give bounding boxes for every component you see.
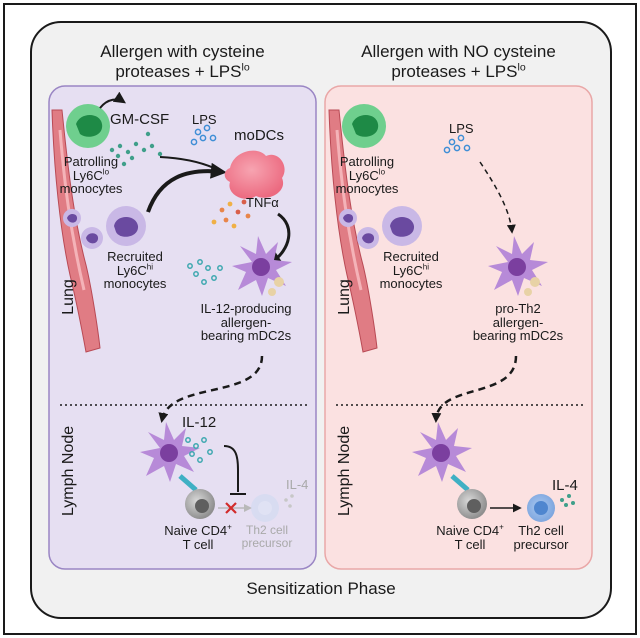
patrolling-label-right: Patrolling Ly6Clo monocytes <box>335 154 399 197</box>
naive-t-cell-label-right: Naive CD4+ T cell <box>436 522 504 552</box>
tcr-link <box>178 474 198 492</box>
dendritic-cell-icon-right <box>488 236 548 296</box>
recruited-monocyte-icon <box>63 206 146 249</box>
lps-label-right: LPS <box>449 121 474 136</box>
il12-dots-lung <box>187 259 223 285</box>
gm-csf-dots <box>109 131 163 167</box>
migration-arrow-left <box>158 355 264 423</box>
monocyte-icon <box>66 104 110 148</box>
il4-label: IL-4 <box>552 477 578 494</box>
il4-dots <box>560 494 575 507</box>
mdc-label-right: pro-Th2 allergen- bearing mDC2s <box>472 301 564 344</box>
dendritic-cell-ln-icon <box>140 422 200 482</box>
lps-dots-right <box>443 134 471 154</box>
left-panel <box>48 85 317 570</box>
naive-t-cell-label-left: Naive CD4+ T cell <box>164 522 232 552</box>
tnf-arrow-icon <box>269 212 291 264</box>
gm-csf-label: GM-CSF <box>110 111 170 128</box>
il12-label: IL-12 <box>182 414 217 431</box>
gm-csf-arrow-icon <box>99 91 126 109</box>
il4-faded-label: IL-4 <box>286 477 309 492</box>
th2-faded-icon <box>251 494 279 522</box>
migration-arrow-right <box>431 355 518 423</box>
right-title-line2: proteases + LPSlo <box>391 61 526 81</box>
t-cell-icon <box>185 489 215 519</box>
phase-label: Sensitization Phase <box>246 579 396 598</box>
to-modc-arrow-icon <box>146 162 227 213</box>
right-panel <box>324 85 593 570</box>
inhibit-line <box>223 445 239 492</box>
tcr-link-right <box>450 474 470 492</box>
th2-precursor-label: Th2 cell precursor <box>513 523 569 552</box>
recruited-label-left: Recruited Ly6Chi monocytes <box>103 249 167 292</box>
monocyte-icon-right <box>342 104 386 148</box>
modc-icon <box>224 150 285 199</box>
left-title-line2: proteases + LPSlo <box>115 61 250 81</box>
lymph-node-label-right: Lymph Node <box>336 425 353 516</box>
th2-precursor-faded-label: Th2 cell precursor <box>241 523 293 550</box>
dendritic-cell-ln-icon-right <box>412 422 472 482</box>
patrolling-label-left: Patrolling Ly6Clo monocytes <box>59 154 123 197</box>
lung-label-left: Lung <box>60 279 77 315</box>
gm-csf-to-modc-line <box>159 156 215 169</box>
lymph-node-label-left: Lymph Node <box>60 425 77 516</box>
il4-faded-dots <box>284 494 294 508</box>
il12-dots-ln <box>185 437 213 463</box>
lung-label-right: Lung <box>336 279 353 315</box>
tnfa-label: TNFα <box>246 195 279 210</box>
right-title-line1: Allergen with NO cysteine <box>361 42 556 61</box>
recruited-label-right: Recruited Ly6Chi monocytes <box>379 249 443 292</box>
tnf-dots <box>211 199 251 229</box>
lps-dots <box>190 124 217 146</box>
inhibit-icon <box>225 502 237 514</box>
dendritic-cell-icon <box>232 236 292 296</box>
recruited-monocyte-icon-right <box>339 206 422 249</box>
left-title-line1: Allergen with cysteine <box>100 42 265 61</box>
lps-label-left: LPS <box>192 112 217 127</box>
th2-cell-icon <box>527 494 555 522</box>
modcs-label: moDCs <box>234 127 285 144</box>
t-cell-icon-right <box>457 489 487 519</box>
mdc-label-left: IL-12-producing allergen- bearing mDC2s <box>200 301 292 344</box>
